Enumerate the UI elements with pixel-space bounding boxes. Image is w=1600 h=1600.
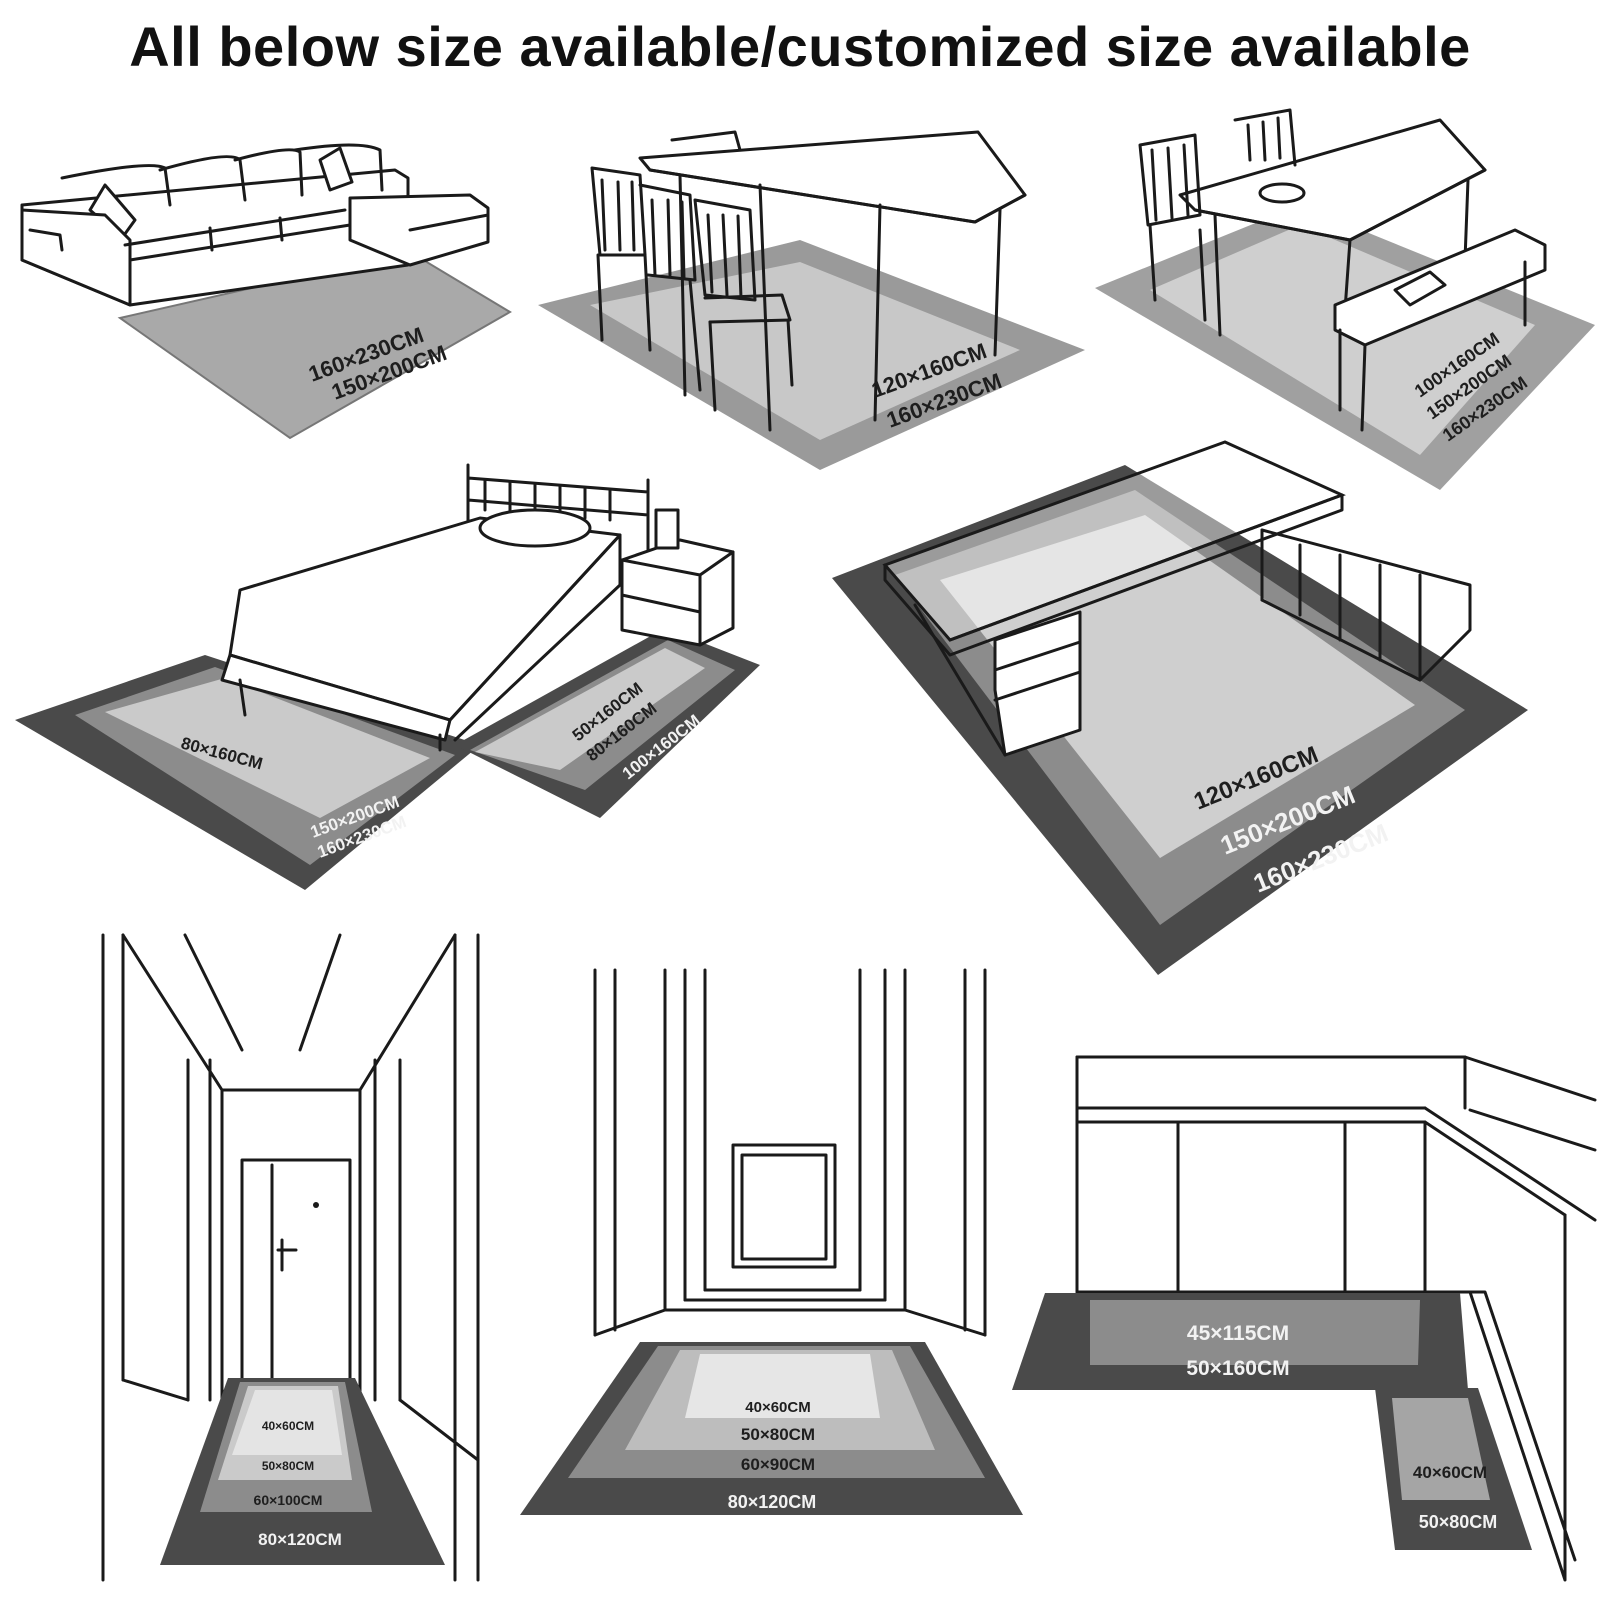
bedroom-scene: 80×160CM 150×200CM 160×230CM 50×160CM 80… (15, 463, 760, 890)
dining-table-scene: 120×160CM 160×230CM (538, 130, 1085, 470)
kitchen-small-rug-inner (1392, 1398, 1490, 1500)
kitchen-small-label-1: 40×60CM (1413, 1463, 1487, 1482)
office-scene: 120×160CM 150×200CM 160×230CM (832, 440, 1528, 975)
hallway-walls-icon (101, 933, 480, 1582)
kitchen-counter-icon (1075, 1055, 1597, 1582)
bed-icon (220, 463, 735, 752)
kitchen-long-label-1: 45×115CM (1187, 1322, 1289, 1345)
entrance-scene: 40×60CM 50×80CM 60×90CM 80×120CM (520, 968, 1023, 1515)
entrance-label-4: 80×120CM (728, 1492, 817, 1512)
entrance-walls-icon (593, 968, 987, 1337)
hallway-label-3: 60×100CM (254, 1492, 323, 1508)
dining-bench-rug-inner (1150, 225, 1535, 455)
entrance-label-1: 40×60CM (745, 1399, 810, 1416)
dining-bench-icon (1138, 108, 1547, 432)
kitchen-long-rug-inner (1090, 1300, 1420, 1365)
hallway-label-4: 80×120CM (258, 1530, 342, 1549)
sofa-icon (20, 143, 490, 307)
kitchen-scene: 45×115CM 50×160CM 40×60CM 50×80CM (1012, 1055, 1597, 1582)
entrance-rug-center (685, 1354, 880, 1418)
desk-icon (882, 440, 1472, 757)
hallway-scene: 40×60CM 50×80CM 60×100CM 80×120CM (101, 933, 480, 1582)
dining-table-rug-inner (590, 262, 1020, 440)
hallway-label-2: 50×80CM (262, 1459, 314, 1473)
entrance-label-2: 50×80CM (741, 1425, 815, 1444)
entrance-label-3: 60×90CM (741, 1455, 815, 1474)
page-title: All below size available/customized size… (129, 15, 1471, 78)
hallway-label-1: 40×60CM (262, 1419, 314, 1433)
kitchen-long-label-2: 50×160CM (1186, 1357, 1289, 1380)
dining-bench-scene: 100×160CM 150×200CM 160×230CM (1095, 108, 1595, 490)
bedroom-side-rug-inner (105, 678, 430, 818)
sofa-scene: 160×230CM 150×200CM (20, 143, 512, 440)
dining-table-icon (590, 130, 1027, 432)
bedroom-front-rug-inner (475, 648, 705, 770)
kitchen-small-label-2: 50×80CM (1419, 1512, 1498, 1532)
hallway-rug-center (232, 1390, 342, 1455)
